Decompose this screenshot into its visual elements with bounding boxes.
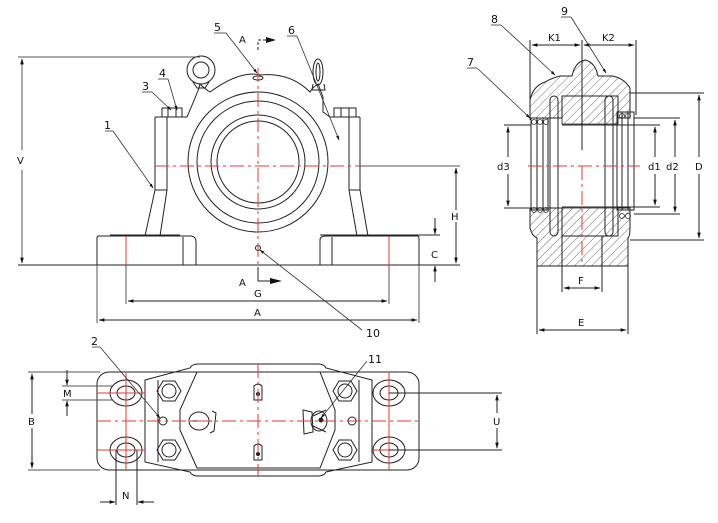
dim-d2-label: d2 bbox=[666, 162, 679, 173]
callout-3: 3 bbox=[142, 80, 149, 93]
section-lower-hatch bbox=[529, 207, 631, 267]
seal-ball bbox=[531, 207, 537, 213]
bolt-head bbox=[337, 383, 353, 399]
bearing-hatch-bottom bbox=[561, 207, 619, 237]
callout-10-leader bbox=[259, 249, 363, 331]
callout-3-leader bbox=[151, 91, 172, 111]
seal-ball bbox=[625, 213, 631, 219]
callout-8-leader bbox=[500, 24, 556, 76]
front-view: A A V H C G A 1 3 bbox=[17, 21, 460, 340]
callout-11-leader bbox=[320, 360, 368, 419]
dim-v-label: V bbox=[17, 156, 24, 167]
dim-n-label: N bbox=[122, 491, 129, 502]
plan-view: B M N U 2 11 bbox=[28, 335, 502, 505]
dim-f-label: F bbox=[578, 276, 584, 287]
grease-fitting-plan-top bbox=[253, 383, 263, 401]
left-eyebolt-inner bbox=[192, 61, 210, 79]
hex-bolt bbox=[332, 439, 358, 461]
dim-D-label: D bbox=[695, 162, 703, 173]
seal-ball bbox=[619, 113, 625, 119]
cap-bolts bbox=[156, 380, 358, 461]
section-label-top: A bbox=[239, 35, 246, 46]
left-cap-bolt bbox=[161, 107, 183, 118]
callout-10: 10 bbox=[366, 327, 380, 340]
callout-6-leader bbox=[296, 35, 340, 141]
seal-ball bbox=[543, 119, 549, 125]
callout-4-leader bbox=[167, 78, 178, 111]
left-leg bbox=[144, 117, 168, 237]
callout-9-leader bbox=[570, 16, 607, 74]
dim-k1-label: K1 bbox=[548, 33, 561, 44]
left-eyebolt-outer bbox=[186, 55, 216, 85]
dim-c-label: C bbox=[431, 250, 438, 261]
dim-a-label: A bbox=[254, 308, 261, 319]
left-foot bbox=[96, 235, 197, 265]
section-mark-top bbox=[257, 39, 268, 50]
dim-h-label: H bbox=[451, 212, 459, 223]
section-arrow-top bbox=[266, 37, 276, 43]
callout-4: 4 bbox=[159, 67, 166, 80]
seal-ball bbox=[619, 213, 625, 219]
bolt-head bbox=[337, 442, 353, 458]
section-arrow-bottom bbox=[270, 278, 282, 284]
cap-top-plan bbox=[179, 371, 336, 469]
callout-7-leader bbox=[476, 67, 531, 119]
callout-8: 8 bbox=[491, 13, 498, 26]
seal-ball bbox=[531, 119, 537, 125]
dim-d1-label: d1 bbox=[648, 162, 661, 173]
dim-g-label: G bbox=[254, 289, 262, 300]
bearing-hatch-top bbox=[561, 95, 619, 125]
callout-9: 9 bbox=[561, 5, 568, 18]
callout-11: 11 bbox=[368, 353, 382, 366]
right-eyebolt-inner bbox=[315, 62, 321, 82]
seal-balls bbox=[531, 113, 631, 219]
dim-b-label: B bbox=[28, 417, 35, 428]
seal-ring bbox=[210, 114, 306, 210]
grease-fitting-plan-bottom bbox=[253, 443, 263, 461]
seal-ball bbox=[625, 113, 631, 119]
housing-body-plan bbox=[144, 363, 373, 477]
callout-1: 1 bbox=[104, 119, 111, 132]
dim-e-label: E bbox=[578, 318, 584, 329]
right-cap-bolt bbox=[333, 107, 357, 118]
callout-1-leader bbox=[112, 130, 154, 189]
seal-ball bbox=[543, 207, 549, 213]
dim-d3-label: d3 bbox=[497, 162, 510, 173]
seal-ball bbox=[537, 207, 543, 213]
callout-2: 2 bbox=[91, 335, 98, 348]
dim-u-label: U bbox=[493, 417, 500, 428]
bolt-head bbox=[161, 442, 177, 458]
eyebolt-plan-right-body bbox=[302, 409, 327, 435]
eyebolt-plan-right-dot bbox=[318, 417, 324, 423]
dim-m-label: M bbox=[63, 389, 72, 400]
callout-5: 5 bbox=[214, 21, 221, 34]
right-foot bbox=[319, 235, 420, 265]
hex-bolt bbox=[156, 439, 182, 461]
section-label-bottom: A bbox=[239, 278, 246, 289]
callout-5-leader bbox=[225, 32, 258, 74]
bolt-head bbox=[161, 383, 177, 399]
callout-7: 7 bbox=[467, 56, 474, 69]
callout-6: 6 bbox=[288, 24, 295, 37]
hex-bolt bbox=[156, 380, 182, 402]
grease-fitting-dot bbox=[256, 452, 260, 456]
right-eyebolt bbox=[312, 58, 324, 86]
dim-k2-label: K2 bbox=[602, 33, 615, 44]
section-mark-bottom bbox=[257, 267, 270, 282]
section-view: K1 K2 d3 d1 d2 D F E bbox=[467, 5, 704, 334]
left-seal bbox=[530, 117, 549, 211]
seal-ball bbox=[537, 119, 543, 125]
right-leg bbox=[348, 117, 369, 237]
callout-2-leader bbox=[99, 346, 161, 419]
right-seal bbox=[616, 111, 635, 211]
left-eyebolt-neck bbox=[192, 81, 210, 89]
